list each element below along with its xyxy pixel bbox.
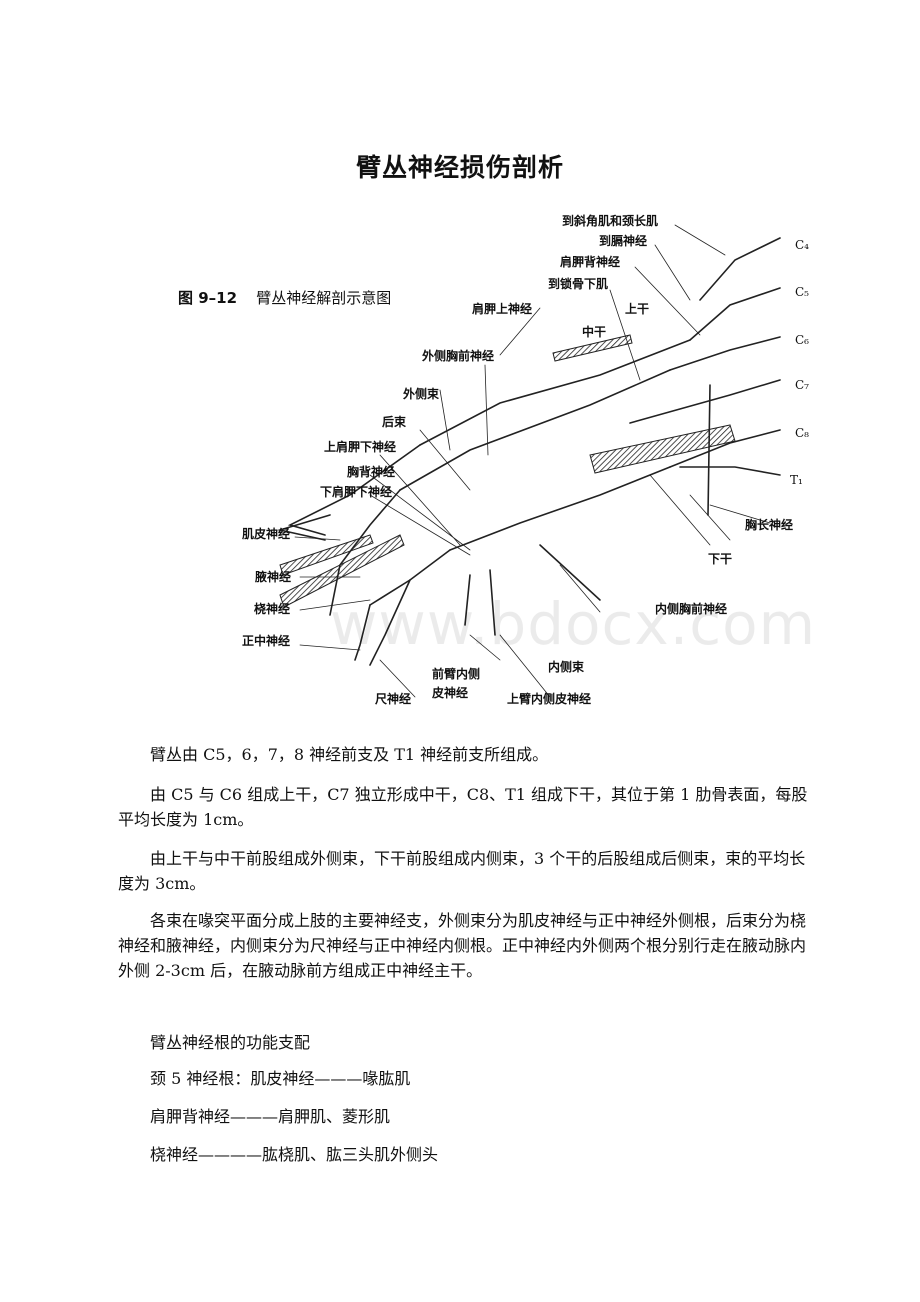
- arm-medial-branch: [489, 569, 496, 636]
- lower-trunk: [449, 466, 671, 551]
- medial-pectoral-branch: [539, 544, 601, 601]
- label-lower-trunk: 下干: [708, 552, 733, 566]
- label-scalene: 到斜角肌和颈长肌: [562, 214, 659, 228]
- label-forearm-medial-1: 前臂内侧: [432, 667, 481, 681]
- root-c6: [669, 336, 781, 371]
- root-t1: [679, 466, 781, 476]
- label-c6: C₆: [795, 333, 809, 347]
- label-middle-trunk: 中干: [582, 325, 607, 339]
- paragraph-c5-root: 颈 5 神经根：肌皮神经———喙肱肌: [150, 1069, 411, 1088]
- label-medial-pectoral: 内侧胸前神经: [655, 602, 728, 616]
- label-lateral-cord: 外侧束: [403, 387, 440, 401]
- thoracic-long: [707, 384, 711, 516]
- label-arm-medial: 上臂内侧皮神经: [507, 692, 592, 706]
- middle-trunk: [399, 369, 671, 491]
- page-title: 臂丛神经损伤剖析: [355, 153, 564, 182]
- figure-title: 臂丛神经解剖示意图: [256, 289, 392, 307]
- paragraph-3: 由上干与中干前股组成外侧束，下干前股组成内侧束，3 个干的后股组成后侧束，束的平…: [118, 849, 806, 893]
- figure-number: 图 9–12: [178, 289, 238, 307]
- musculocutaneous-nerve: [276, 514, 331, 541]
- root-c5: [689, 287, 781, 341]
- figure-caption: 图 9–12 臂丛神经解剖示意图: [178, 287, 391, 308]
- paragraph-dorsal-scapular: 肩胛背神经———肩胛肌、菱形肌: [150, 1107, 391, 1126]
- upper-trunk: [419, 339, 691, 446]
- paragraph-heading: 臂丛神经根的功能支配: [150, 1033, 311, 1052]
- axillary-artery: [589, 424, 736, 474]
- brachial-plexus-figure: [170, 205, 830, 715]
- label-upper-subscapular: 上肩胛下神经: [324, 440, 397, 454]
- paragraph-2: 由 C5 与 C6 组成上干，C7 独立形成中干，C8、T1 组成下干，其位于第…: [118, 785, 808, 829]
- label-subclavius: 到锁骨下肌: [548, 277, 609, 291]
- paragraph-1: 臂丛由 C5，6，7，8 神经前支及 T1 神经前支所组成。: [150, 745, 549, 764]
- label-phrenic: 到膈神经: [599, 234, 648, 248]
- label-posterior-cord: 后束: [382, 415, 407, 429]
- label-lower-subscapular: 下肩胛下神经: [320, 485, 393, 499]
- label-radial: 桡神经: [254, 602, 291, 616]
- paragraph-radial: 桡神经————肱桡肌、肱三头肌外侧头: [150, 1145, 439, 1164]
- label-forearm-medial-2: 皮神经: [432, 686, 469, 700]
- label-axillary: 腋神经: [255, 570, 292, 584]
- label-lateral-pectoral: 外侧胸前神经: [422, 349, 495, 363]
- label-c4: C₄: [795, 238, 809, 252]
- label-dorsal-scapular: 肩胛背神经: [560, 255, 621, 269]
- label-thoracodorsal: 胸背神经: [347, 465, 396, 479]
- ulnar-branch: [369, 579, 411, 666]
- label-c7: C₇: [795, 378, 809, 392]
- watermark: www.bdocx.com: [330, 590, 817, 658]
- median-branch: [354, 604, 371, 661]
- paragraph-4: 各束在喙突平面分成上肢的主要神经支，外侧束分为肌皮神经与正中神经外侧根，后束分为…: [118, 911, 807, 980]
- label-ulnar: 尺神经: [375, 692, 412, 706]
- lateral-cord: [287, 444, 421, 536]
- radial-nerve-hatched: [279, 534, 405, 608]
- label-t1: T₁: [790, 473, 803, 487]
- label-median: 正中神经: [242, 634, 291, 648]
- label-musculocutaneous: 肌皮神经: [242, 527, 291, 541]
- label-medial-cord: 内侧束: [548, 660, 585, 674]
- root-c8: [669, 429, 781, 468]
- label-suprascapular: 肩胛上神经: [472, 302, 533, 316]
- axillary-nerve-hatched: [279, 534, 374, 576]
- suprascapular-nerve-hatched: [552, 334, 633, 362]
- label-c8: C₈: [795, 426, 809, 440]
- label-upper-trunk: 上干: [625, 302, 650, 316]
- forearm-medial-branch: [464, 574, 471, 626]
- label-long-thoracic: 胸长神经: [745, 518, 794, 532]
- brachial-plexus-diagram: [276, 224, 781, 698]
- root-c4: [699, 237, 781, 301]
- root-c7: [629, 379, 781, 424]
- label-c5: C₅: [795, 285, 809, 299]
